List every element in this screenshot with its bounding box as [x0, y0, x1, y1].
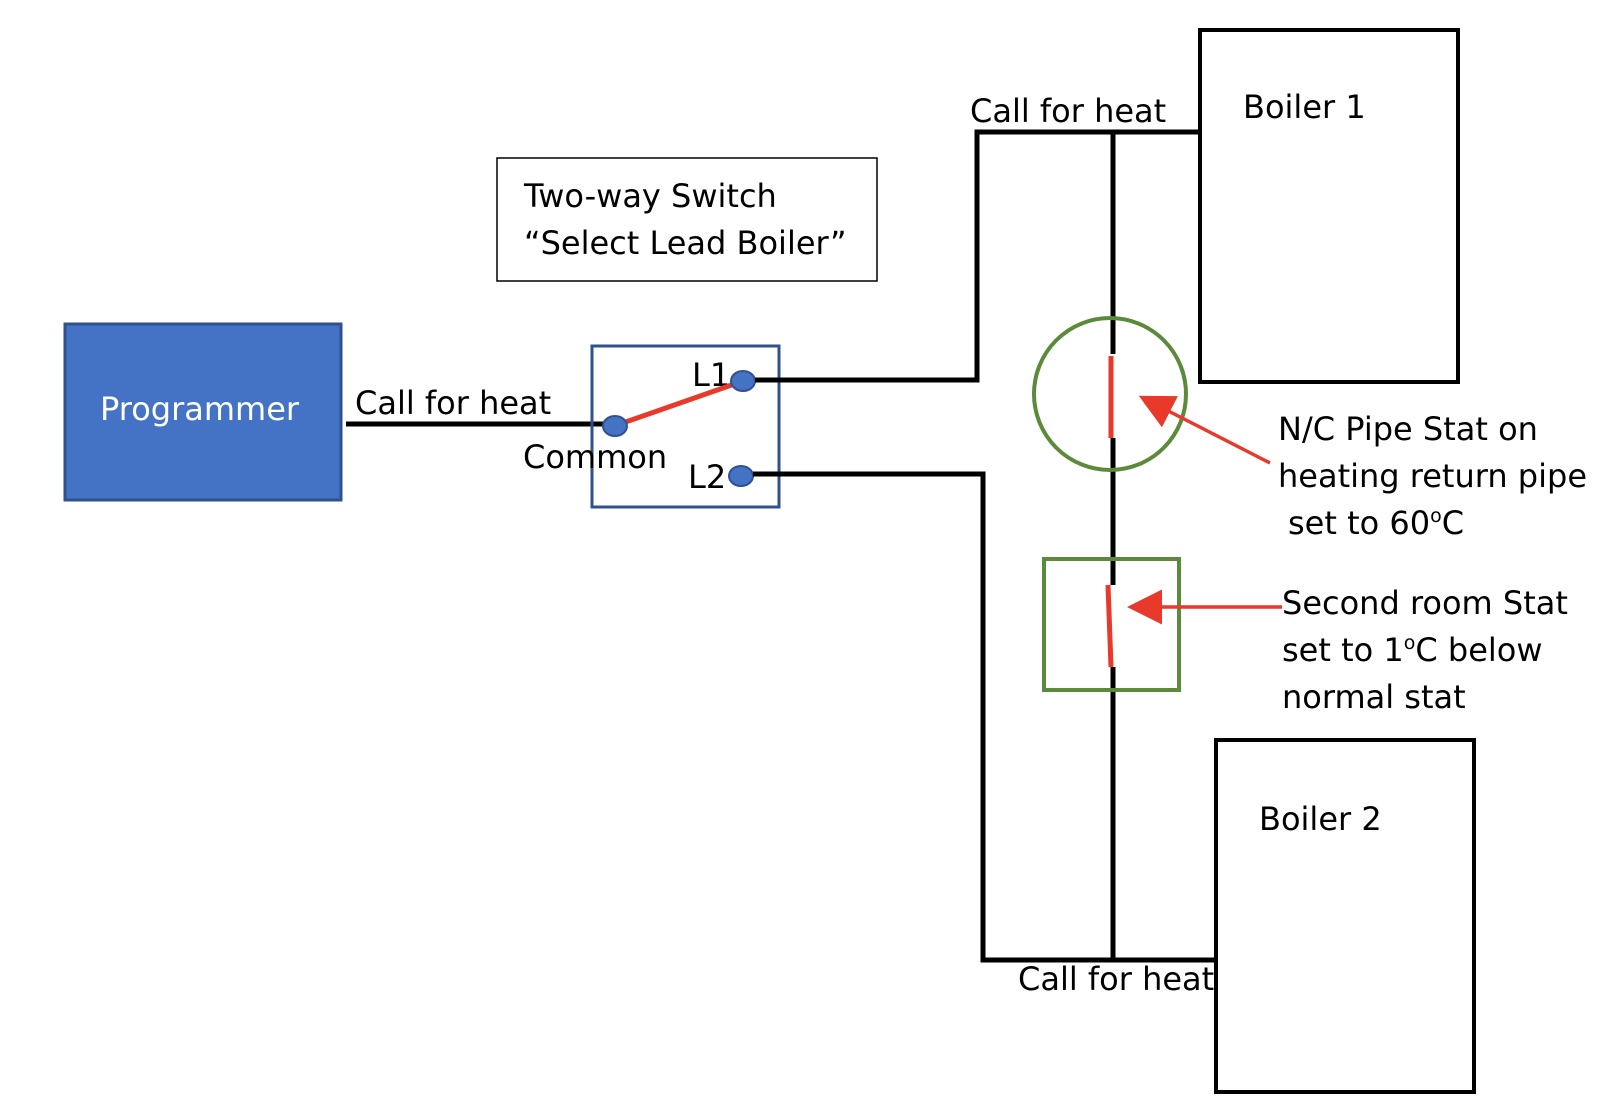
switch-blade — [616, 378, 744, 428]
pipe-stat-unit: C — [1442, 504, 1464, 542]
pipe-stat-degree: o — [1430, 505, 1442, 527]
programmer-box — [63, 322, 343, 502]
switch-title-line1: Two-way Switch — [523, 177, 777, 215]
room-stat-degree: o — [1404, 632, 1416, 654]
l1-contact — [730, 370, 756, 392]
room-stat-text-line1: Second room Stat — [1282, 584, 1568, 622]
pipe-stat-circle — [1032, 316, 1188, 472]
boiler2-box — [1214, 738, 1476, 1094]
boiler2-wire-label: Call for heat — [1018, 960, 1214, 998]
boiler2-label: Boiler 2 — [1259, 800, 1382, 838]
pipe-stat-value: set to 60 — [1288, 504, 1430, 542]
pipe-stat-text-line3: set to 60oC — [1288, 504, 1464, 542]
switch-common-label: Common — [523, 438, 667, 476]
programmer-wire-label: Call for heat — [355, 384, 551, 422]
l1-wire — [755, 129, 1200, 383]
switch-title-box — [496, 157, 878, 282]
switch-box — [590, 344, 781, 509]
switch-title-line2: “Select Lead Boiler” — [524, 224, 847, 262]
pipe-stat-arrow — [1138, 395, 1271, 465]
pipe-stat-text-line2: heating return pipe — [1278, 457, 1587, 495]
programmer-label: Programmer — [100, 390, 300, 428]
room-stat-contact — [1105, 584, 1114, 668]
boiler1-box — [1198, 28, 1460, 384]
room-stat-unit: C below — [1415, 631, 1542, 669]
room-stat-text-line2: set to 1oC below — [1282, 631, 1543, 669]
l2-wire — [753, 471, 1216, 963]
boiler1-wire-label: Call for heat — [970, 92, 1166, 130]
l2-contact — [728, 465, 754, 487]
room-stat-value: set to 1 — [1282, 631, 1404, 669]
room-stat-box — [1042, 557, 1181, 692]
switch-l2-label: L2 — [688, 458, 726, 496]
boiler1-label: Boiler 1 — [1243, 88, 1366, 126]
pipe-stat-text-line1: N/C Pipe Stat on — [1278, 410, 1538, 448]
room-stat-text-line3: normal stat — [1282, 678, 1466, 716]
common-contact — [602, 415, 628, 437]
